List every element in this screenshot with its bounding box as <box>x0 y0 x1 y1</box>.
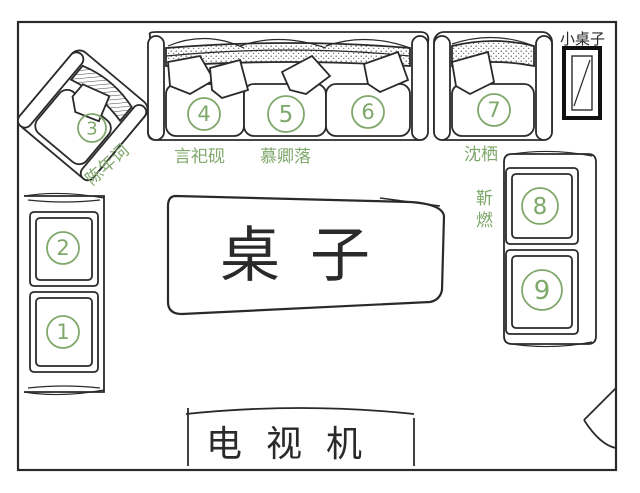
seat-circle-2 <box>46 231 80 265</box>
seat-circle-4 <box>187 97 221 131</box>
seat-circle-6 <box>351 95 385 129</box>
name-seat8-char2: 燃 <box>476 211 493 231</box>
tv-label: 电视机 <box>206 424 386 465</box>
tv-stand <box>185 407 415 466</box>
seat-number-3: 3 <box>86 118 97 139</box>
name-seat4: 言祀砚 <box>174 147 225 167</box>
seat-number-9: 9 <box>534 276 551 306</box>
main-table-label: 桌子 <box>220 221 400 291</box>
seat-number-8: 8 <box>533 194 548 220</box>
door <box>583 387 617 449</box>
name-seat8-char1: 靳 <box>476 189 493 209</box>
seat-number-2: 2 <box>56 236 69 260</box>
seat-circle-9 <box>521 269 563 311</box>
top-sofa <box>147 31 430 141</box>
name-seat7: 沈栖 <box>464 145 498 165</box>
seat-number-7: 7 <box>487 98 500 122</box>
seat-circle-8 <box>521 187 559 225</box>
seat-number-1: 1 <box>56 320 69 344</box>
seat-circle-3 <box>77 113 107 143</box>
seat-number-group: 1 2 3 4 5 6 7 8 9 <box>46 93 563 349</box>
right-sofa <box>503 150 597 348</box>
seat-circle-7 <box>477 93 511 127</box>
left-sofa <box>23 192 105 396</box>
main-table <box>166 194 446 316</box>
name-seat5-6: 慕卿落 <box>260 147 311 167</box>
seat-circle-1 <box>46 315 80 349</box>
seat-number-6: 6 <box>361 100 374 124</box>
small-table-label: 小桌子 <box>560 30 605 48</box>
seat-number-4: 4 <box>197 102 210 126</box>
seat3-sofa <box>17 49 149 182</box>
seat-circle-5 <box>267 95 305 133</box>
room-wall <box>16 20 618 472</box>
seat-number-5: 5 <box>279 102 294 128</box>
small-table <box>562 46 602 120</box>
seat7-sofa <box>433 31 553 141</box>
